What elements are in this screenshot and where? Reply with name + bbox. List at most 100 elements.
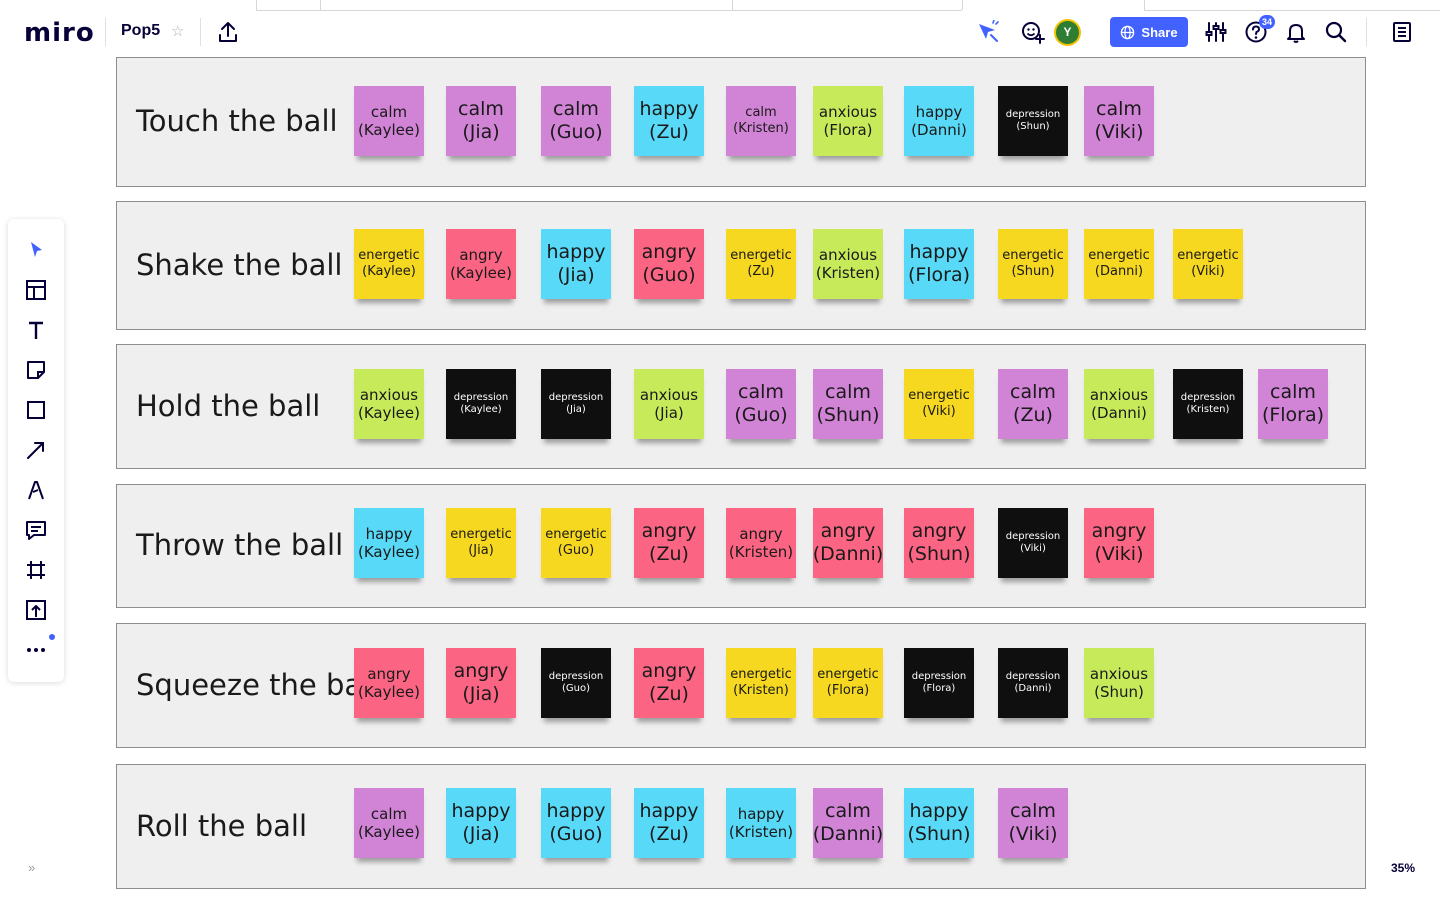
sticky-note-happy[interactable]: happy (Flora) — [904, 229, 974, 299]
help-icon[interactable] — [1244, 20, 1268, 44]
sticky-note-calm[interactable]: calm (Viki) — [998, 788, 1068, 858]
sticky-note-depression[interactable]: depression (Jia) — [541, 369, 611, 439]
sticky-note-angry[interactable]: angry (Zu) — [634, 508, 704, 578]
connection-line-icon[interactable] — [24, 438, 48, 462]
bell-icon[interactable] — [1284, 20, 1308, 44]
sticky-note-angry[interactable]: angry (Kaylee) — [354, 648, 424, 718]
sticky-note-energetic[interactable]: energetic (Shun) — [998, 229, 1068, 299]
sticky-note-depression[interactable]: depression (Kristen) — [1173, 369, 1243, 439]
user-avatar[interactable]: Y — [1054, 19, 1081, 46]
sticky-note-happy[interactable]: happy (Danni) — [904, 86, 974, 156]
sticky-note-energetic[interactable]: energetic (Jia) — [446, 508, 516, 578]
upload-icon[interactable] — [24, 598, 48, 622]
sticky-note-calm[interactable]: calm (Jia) — [446, 86, 516, 156]
sticky-note-anxious[interactable]: anxious (Kristen) — [813, 229, 883, 299]
sticky-note-energetic[interactable]: energetic (Kaylee) — [354, 229, 424, 299]
shape-rectangle-icon[interactable] — [24, 398, 48, 422]
sticky-note-depression[interactable]: depression (Flora) — [904, 648, 974, 718]
sticky-note-text: depression (Kaylee) — [453, 392, 509, 415]
sticky-note-text: angry (Shun) — [907, 520, 971, 565]
sticky-note-energetic[interactable]: energetic (Danni) — [1084, 229, 1154, 299]
collaboration-cursor-icon[interactable] — [976, 20, 1000, 44]
sticky-note-depression[interactable]: depression (Viki) — [998, 508, 1068, 578]
sticky-note-energetic[interactable]: energetic (Guo) — [541, 508, 611, 578]
sticky-note-calm[interactable]: calm (Viki) — [1084, 86, 1154, 156]
share-button[interactable]: Share — [1110, 17, 1188, 47]
zoom-level[interactable]: 35% — [1391, 861, 1416, 875]
sticky-note-angry[interactable]: angry (Kaylee) — [446, 229, 516, 299]
sticky-note-happy[interactable]: happy (Jia) — [541, 229, 611, 299]
sticky-note-anxious[interactable]: anxious (Flora) — [813, 86, 883, 156]
sticky-note-angry[interactable]: angry (Viki) — [1084, 508, 1154, 578]
sticky-note-energetic[interactable]: energetic (Viki) — [904, 369, 974, 439]
activity-row-frame[interactable]: Roll the ball calm (Kaylee) happy (Jia) hap… — [116, 764, 1366, 889]
sticky-note-energetic[interactable]: energetic (Zu) — [726, 229, 796, 299]
activity-row-title[interactable]: Touch the ball — [136, 104, 338, 138]
activity-row-frame[interactable]: Throw the ball happy (Kaylee) energetic (J… — [116, 484, 1366, 608]
templates-icon[interactable] — [24, 278, 48, 302]
sticky-note-happy[interactable]: happy (Shun) — [904, 788, 974, 858]
sticky-note-happy[interactable]: happy (Guo) — [541, 788, 611, 858]
select-cursor-icon[interactable] — [24, 238, 48, 262]
miro-logo[interactable]: miro — [24, 18, 95, 48]
activity-row-frame[interactable]: Hold the ball anxious (Kaylee) depression … — [116, 344, 1366, 469]
sticky-note-depression[interactable]: depression (Danni) — [998, 648, 1068, 718]
sticky-note-text: energetic (Jia) — [450, 527, 512, 558]
activity-row-title[interactable]: Roll the ball — [136, 809, 308, 843]
activity-row-title[interactable]: Throw the ball — [136, 528, 344, 562]
sticky-note-angry[interactable]: angry (Guo) — [634, 229, 704, 299]
sticky-note-calm[interactable]: calm (Kaylee) — [354, 788, 424, 858]
sticky-note-calm[interactable]: calm (Flora) — [1258, 369, 1328, 439]
sticky-note-anxious[interactable]: anxious (Danni) — [1084, 369, 1154, 439]
search-icon[interactable] — [1324, 20, 1348, 44]
sticky-note-happy[interactable]: happy (Jia) — [446, 788, 516, 858]
sticky-note-angry[interactable]: angry (Kristen) — [726, 508, 796, 578]
pen-icon[interactable] — [24, 478, 48, 502]
sticky-note-anxious[interactable]: anxious (Jia) — [634, 369, 704, 439]
sticky-note-happy[interactable]: happy (Zu) — [634, 86, 704, 156]
sticky-note-calm[interactable]: calm (Guo) — [726, 369, 796, 439]
sticky-note-depression[interactable]: depression (Guo) — [541, 648, 611, 718]
activity-row-title[interactable]: Shake the ball — [136, 248, 343, 282]
star-icon[interactable]: ☆ — [171, 23, 185, 40]
sticky-note-calm[interactable]: calm (Shun) — [813, 369, 883, 439]
sticky-note-energetic[interactable]: energetic (Viki) — [1173, 229, 1243, 299]
sticky-note-energetic[interactable]: energetic (Flora) — [813, 648, 883, 718]
sticky-note-happy[interactable]: happy (Zu) — [634, 788, 704, 858]
sticky-note-depression[interactable]: depression (Shun) — [998, 86, 1068, 156]
sticky-note-calm[interactable]: calm (Kristen) — [726, 86, 796, 156]
frame-icon[interactable] — [24, 558, 48, 582]
globe-icon — [1121, 25, 1135, 39]
sticky-note-angry[interactable]: angry (Shun) — [904, 508, 974, 578]
more-tools-icon[interactable] — [24, 638, 48, 662]
board-notes-icon[interactable] — [1390, 20, 1414, 44]
sticky-note-anxious[interactable]: anxious (Kaylee) — [354, 369, 424, 439]
sticky-note-angry[interactable]: angry (Danni) — [813, 508, 883, 578]
sticky-note-icon[interactable] — [24, 358, 48, 382]
sticky-note-angry[interactable]: angry (Jia) — [446, 648, 516, 718]
activity-row-title[interactable]: Hold the ball — [136, 389, 321, 423]
settings-sliders-icon[interactable] — [1204, 20, 1228, 44]
sticky-note-happy[interactable]: happy (Kaylee) — [354, 508, 424, 578]
sticky-note-calm[interactable]: calm (Zu) — [998, 369, 1068, 439]
comment-icon[interactable] — [24, 518, 48, 542]
export-upload-icon[interactable] — [217, 20, 239, 44]
sticky-note-text: calm (Shun) — [816, 381, 880, 426]
activity-row-frame[interactable]: Shake the ball energetic (Kaylee) angry (K… — [116, 201, 1366, 330]
sticky-note-depression[interactable]: depression (Kaylee) — [446, 369, 516, 439]
sticky-note-calm[interactable]: calm (Danni) — [813, 788, 883, 858]
sticky-note-calm[interactable]: calm (Kaylee) — [354, 86, 424, 156]
expand-panel-icon[interactable]: » — [28, 860, 36, 875]
sticky-note-happy[interactable]: happy (Kristen) — [726, 788, 796, 858]
text-tool-icon[interactable] — [24, 318, 48, 342]
sticky-note-calm[interactable]: calm (Guo) — [541, 86, 611, 156]
sticky-note-angry[interactable]: angry (Zu) — [634, 648, 704, 718]
invite-reaction-icon[interactable] — [1021, 20, 1045, 44]
activity-row-title[interactable]: Squeeze the ball — [136, 668, 379, 702]
board-name[interactable]: Pop5 — [121, 22, 161, 39]
sticky-note-anxious[interactable]: anxious (Shun) — [1084, 648, 1154, 718]
activity-row-frame[interactable]: Touch the ball calm (Kaylee) calm (Jia) cal… — [116, 57, 1366, 187]
sticky-note-energetic[interactable]: energetic (Kristen) — [726, 648, 796, 718]
